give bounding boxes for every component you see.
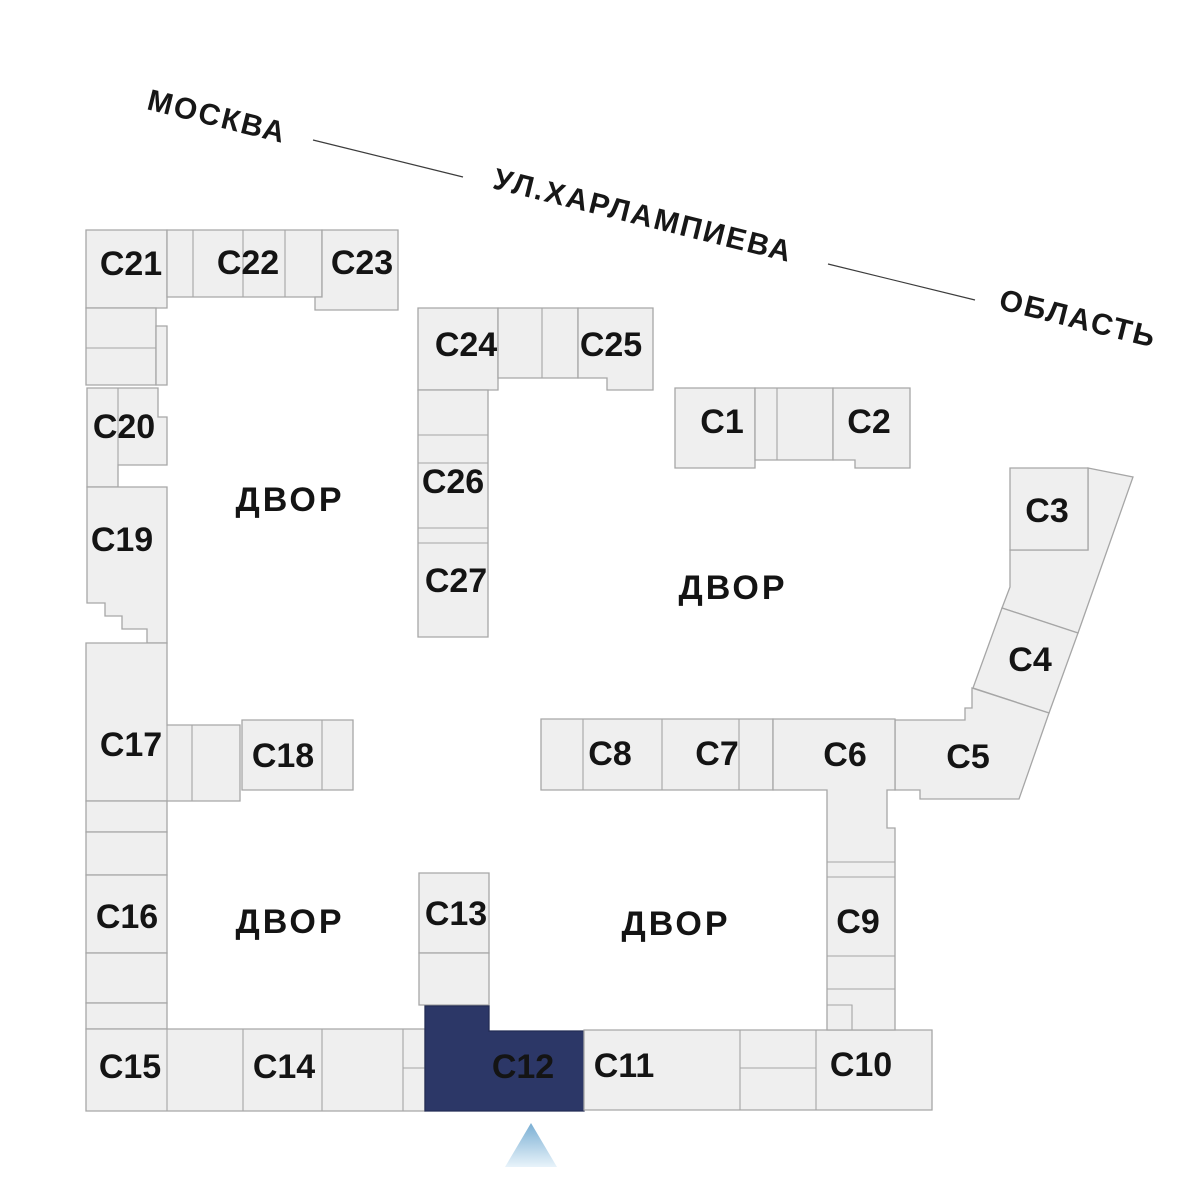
courtyard-label-1: ДВОР <box>235 481 344 519</box>
building-c20[interactable]: C20 <box>86 387 168 488</box>
building-label-c12: C12 <box>492 1048 554 1086</box>
building-label-c15: C15 <box>99 1048 161 1086</box>
building-c19[interactable]: C19 <box>86 486 168 644</box>
building-cell <box>85 952 168 1030</box>
building-c26[interactable]: C26 <box>422 463 484 501</box>
building-c23[interactable]: C23 <box>314 229 399 311</box>
building-c11[interactable]: C11 <box>594 1047 655 1085</box>
building-cell <box>85 307 168 386</box>
building-c16[interactable]: C16 <box>85 874 168 954</box>
building-c17[interactable]: C17 <box>85 642 241 802</box>
building-label-c13: C13 <box>425 895 487 933</box>
building-label-c18: C18 <box>252 737 314 775</box>
building-label-c9: C9 <box>836 903 879 941</box>
street-label-oblast: ОБЛАСТЬ <box>996 284 1160 355</box>
building-label-c2: C2 <box>847 403 890 441</box>
building-label-c1: C1 <box>700 403 743 441</box>
building-label-c25: C25 <box>580 326 642 364</box>
street-label-moskva: МОСКВА <box>144 84 290 150</box>
building-cell <box>754 387 834 461</box>
marker-triangle-icon <box>505 1123 557 1167</box>
building-c1[interactable]: C1 <box>674 387 756 469</box>
building-c9[interactable]: C9 <box>836 903 879 941</box>
building-c7[interactable]: C7 <box>695 735 738 773</box>
building-c8[interactable]: C8 <box>588 735 631 773</box>
street-line-1 <box>312 139 464 178</box>
building-label-c21: C21 <box>100 245 162 283</box>
building-label-c6: C6 <box>823 736 866 774</box>
building-label-c24: C24 <box>435 326 497 364</box>
building-c25[interactable]: C25 <box>577 307 654 391</box>
building-label-c10: C10 <box>830 1046 892 1084</box>
building-c24[interactable]: C24 <box>417 307 499 391</box>
building-label-c26: C26 <box>422 463 484 501</box>
building-label-c5: C5 <box>946 738 989 776</box>
building-label-c27: C27 <box>425 562 487 600</box>
building-cell <box>497 307 579 379</box>
courtyard-label-4: ДВОР <box>621 905 730 943</box>
building-c12-selected[interactable]: C12 <box>424 1005 585 1112</box>
building-c21[interactable]: C21 <box>85 229 168 309</box>
building-strip-c26-c27 <box>417 389 489 638</box>
building-c6[interactable]: C6 <box>772 718 896 1031</box>
building-label-c11: C11 <box>594 1047 655 1085</box>
building-label-c8: C8 <box>588 735 631 773</box>
building-c3[interactable]: C3 <box>1001 467 1134 634</box>
building-label-c22: C22 <box>217 244 279 282</box>
building-c4[interactable]: C4 <box>972 607 1079 714</box>
building-label-c7: C7 <box>695 735 738 773</box>
street-label-kharlampieva: УЛ.ХАРЛАМПИЕВА <box>490 163 796 269</box>
courtyard-label-3: ДВОР <box>235 903 344 941</box>
building-label-c17: C17 <box>100 726 162 764</box>
building-c18[interactable]: C18 <box>241 719 354 791</box>
street-line-2 <box>827 263 976 301</box>
building-label-c4: C4 <box>1008 641 1052 679</box>
building-label-c23: C23 <box>331 244 393 282</box>
building-c5[interactable]: C5 <box>894 687 1050 800</box>
building-label-c19: C19 <box>91 521 153 559</box>
building-c15[interactable]: C15 <box>99 1048 161 1086</box>
courtyard-label-2: ДВОР <box>678 569 787 607</box>
building-label-c16: C16 <box>96 898 158 936</box>
building-c14[interactable]: C14 <box>253 1048 315 1086</box>
building-c13[interactable]: C13 <box>418 872 490 954</box>
building-label-c14: C14 <box>253 1048 315 1086</box>
building-row-bottom-right <box>583 1029 933 1111</box>
building-cell <box>85 800 168 876</box>
building-cell <box>418 952 490 1006</box>
building-label-c3: C3 <box>1025 492 1068 530</box>
building-c10[interactable]: C10 <box>830 1046 892 1084</box>
building-c27[interactable]: C27 <box>425 562 487 600</box>
building-c22[interactable]: C22 <box>166 229 323 298</box>
selected-marker <box>505 1123 557 1167</box>
building-label-c20: C20 <box>93 408 155 446</box>
building-c2[interactable]: C2 <box>832 387 911 469</box>
